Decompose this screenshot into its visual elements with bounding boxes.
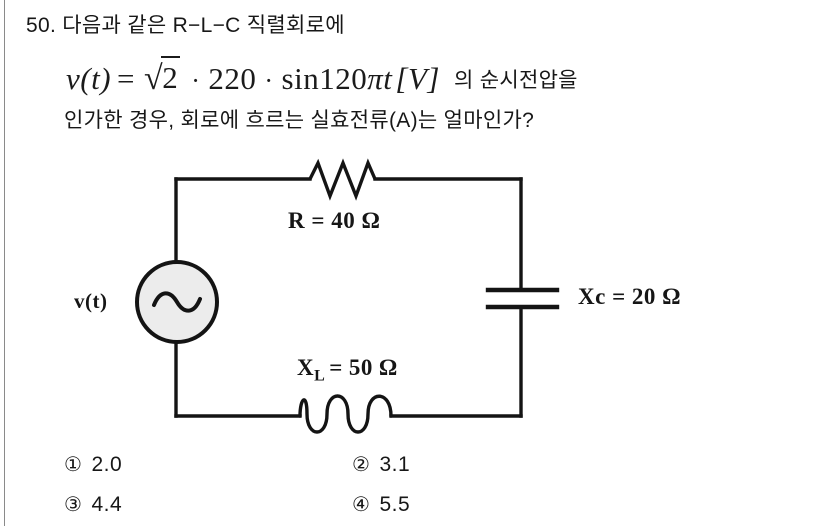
answer-marker-1: ① <box>64 454 83 476</box>
formula-dot-2: · <box>264 66 274 95</box>
page-edge-line <box>4 0 5 526</box>
answer-marker-4: ④ <box>352 494 371 516</box>
answer-option-1[interactable]: ① 2.0 <box>64 452 122 477</box>
formula-equals: = <box>117 61 136 96</box>
inductor-label-symbol: X <box>297 355 315 380</box>
inductor-label-equals: = <box>329 355 343 380</box>
resistor-label: R = 40 Ω <box>288 208 380 234</box>
answer-option-2[interactable]: ② 3.1 <box>352 452 410 477</box>
source-label-text: v(t) <box>74 289 108 313</box>
formula-trailing-text: 의 순시전압을 <box>453 69 578 92</box>
resistor-label-text: R = 40 Ω <box>288 208 381 233</box>
formula-pi: π <box>367 61 384 96</box>
formula-unit: [V] <box>395 61 440 96</box>
formula-expression: v(t) = √ 2 · 220 · sin120 π t [V] 의 순시전압… <box>66 56 578 97</box>
inductor-label-value: 50 <box>348 355 373 380</box>
sqrt-group: √ 2 <box>144 56 181 97</box>
question-line-3: 인가한 경우, 회로에 흐르는 실효전류(A)는 얼마인가? <box>64 109 535 132</box>
formula-lhs: v(t) <box>66 61 112 96</box>
ac-source-circle <box>135 260 219 344</box>
inductor-symbol <box>298 394 393 434</box>
formula-sine: sin120 <box>281 61 368 96</box>
inductor-label-unit: Ω <box>378 355 398 380</box>
capacitor-label: Xc = 20 Ω <box>578 284 681 310</box>
answer-text-3: 4.4 <box>91 493 123 516</box>
formula-radicand: 2 <box>161 56 181 96</box>
answer-text-2: 3.1 <box>379 453 411 476</box>
answer-text-4: 5.5 <box>379 493 411 516</box>
answer-marker-2: ② <box>352 454 371 476</box>
formula-amplitude: 220 <box>208 61 257 96</box>
source-label: v(t) <box>74 289 107 314</box>
formula-dot-1: · <box>191 66 201 95</box>
question-line-1: 50. 다음과 같은 R−L−C 직렬회로에 <box>26 14 345 37</box>
formula-time-var: t <box>383 61 393 96</box>
answer-option-4[interactable]: ④ 5.5 <box>352 492 410 517</box>
resistor-symbol <box>308 158 377 201</box>
formula-body: v(t) = √ 2 · 220 · sin120 π t [V] <box>66 56 440 97</box>
answer-option-3[interactable]: ③ 4.4 <box>64 492 122 517</box>
sine-wave-icon <box>152 291 202 313</box>
radical-icon: √ <box>144 60 164 97</box>
answer-marker-3: ③ <box>64 494 83 516</box>
capacitor-label-text: Xc = 20 Ω <box>578 284 682 309</box>
inductor-label-subscript: L <box>314 367 326 385</box>
answer-text-1: 2.0 <box>91 453 123 476</box>
